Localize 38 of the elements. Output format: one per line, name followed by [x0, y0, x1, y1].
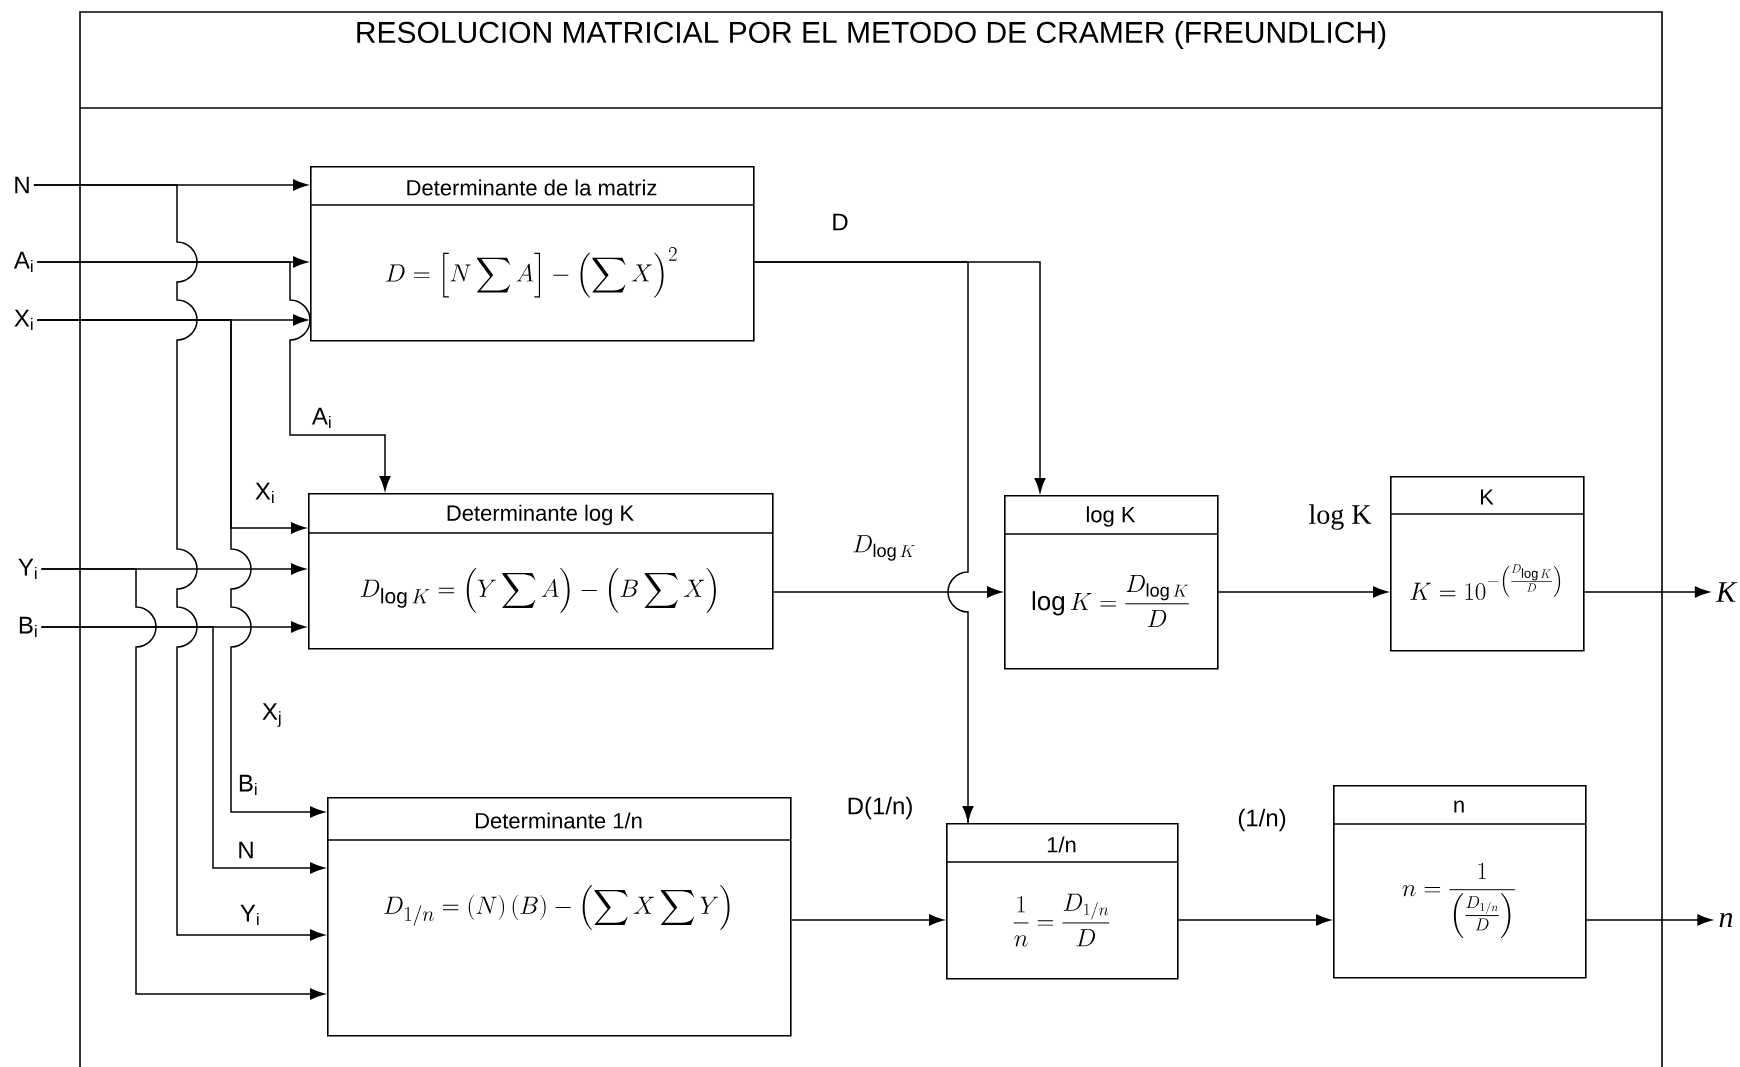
- arrow: [40, 568, 325, 1000]
- edge-label: D: [830, 212, 850, 232]
- arrow: [36, 261, 391, 491]
- process-box: Determinante de la matriz $D=\left[N\sum A\right]-\left(\sum X\right)^{2}$: [309, 166, 755, 342]
- process-box: Determinante 1/n $D_{1/n}=\left(N\right)\left(B\right)-\left(\sum X\sum Y\right)$: [326, 797, 792, 1037]
- edge-label: Y$_{i}$: [238, 903, 262, 927]
- arrow: [40, 626, 325, 874]
- input-label: Y$_{i}$: [18, 558, 37, 580]
- process-box: Determinante log K $D_{\log K}=\left(Y\sum A\right)-\left(B\sum X\right)$: [307, 493, 774, 650]
- edge-label: $D_{\log K}$: [851, 534, 917, 562]
- arrow: [1177, 914, 1331, 926]
- edge-label: D(1/n): [845, 795, 915, 821]
- input-label: A$_{i}$: [13, 251, 33, 273]
- arrow: [33, 184, 325, 941]
- edge-label: A$_{i}$: [310, 406, 334, 430]
- arrow: [1583, 586, 1710, 598]
- arrow: [753, 261, 974, 824]
- output-label: n: [1719, 912, 1733, 928]
- signal-label: X$_{j}$: [262, 703, 281, 727]
- edge-label: N: [236, 840, 256, 860]
- arrow: [1585, 914, 1712, 926]
- edge-label: X$_{i}$: [253, 481, 277, 505]
- process-box: log K $\log K=\frac{D_{\log K}}{D}$: [1003, 495, 1219, 670]
- arrow: [1217, 586, 1388, 598]
- input-label: B$_{i}$: [19, 616, 37, 638]
- edge-label: log K: [1307, 503, 1373, 531]
- output-label: K: [1715, 582, 1738, 602]
- edge-label: (1/n): [1236, 807, 1288, 833]
- arrow: [772, 586, 1002, 598]
- title: RESOLUCION MATRICIAL POR EL METODO DE CRAMER (FREUNDLICH): [357, 21, 1386, 49]
- arrow: [36, 319, 325, 818]
- process-box: n $n=\frac{1}{\left(\frac{D_{1/n}}{D}\right)}$: [1332, 785, 1587, 979]
- input-label: N: [15, 176, 29, 194]
- edge-label: B$_{i}$: [236, 773, 260, 797]
- process-box: K $K=10^{-\left(\frac{D_{\log K}}{D}\right)}$: [1389, 476, 1585, 652]
- arrow: [790, 914, 944, 926]
- process-box: 1/n $\frac{1}{n}=\frac{D_{1/n}}{D}$: [945, 823, 1179, 980]
- input-label: X$_{i}$: [14, 309, 33, 331]
